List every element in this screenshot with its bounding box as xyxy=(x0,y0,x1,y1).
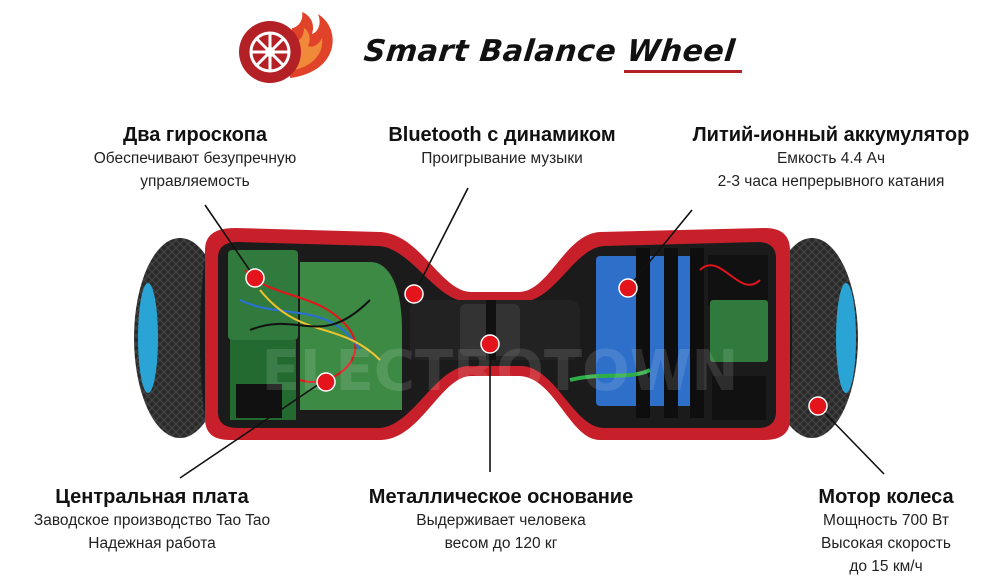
callout-battery-desc-2: 2-3 часа непрерывного катания xyxy=(717,173,945,190)
callout-motor-desc-2: Высокая скорость xyxy=(821,535,951,552)
watermark: ELECTROTOWN xyxy=(262,339,739,404)
callout-dots xyxy=(245,268,828,416)
callout-dot-motor xyxy=(808,396,828,416)
callout-battery-desc-1: Емкость 4.4 Ач xyxy=(776,150,886,167)
callout-dot-board xyxy=(316,372,336,392)
callout-line-bluetooth xyxy=(413,187,469,295)
callout-line-gyro xyxy=(204,204,256,279)
callout-battery-title: Литий-ионный аккумулятор xyxy=(692,124,970,146)
callout-board-desc-2: Надежная работа xyxy=(88,535,216,552)
callout-board-desc-1: Заводское производство Tao Tao xyxy=(33,512,271,529)
callout-dot-battery xyxy=(618,278,638,298)
left-circuit-board xyxy=(228,250,402,420)
brand-logo: Smart Balance Wheel xyxy=(232,8,742,86)
callout-bluetooth-title: Bluetooth с динамиком xyxy=(388,124,616,146)
callout-base: Металлическое основание Выдерживает чело… xyxy=(336,486,666,555)
callout-base-desc-1: Выдерживает человека xyxy=(416,512,586,529)
brand-underline xyxy=(624,70,742,73)
callout-line-battery xyxy=(627,209,693,289)
callout-gyro-desc-2: управляемость xyxy=(140,173,250,190)
battery-pack xyxy=(569,248,704,418)
callout-dot-gyro xyxy=(245,268,265,288)
callout-board: Центральная плата Заводское производство… xyxy=(4,486,300,555)
callout-line-motor xyxy=(817,405,885,475)
callout-gyro-title: Два гироскопа xyxy=(122,124,268,146)
callout-motor-title: Мотор колеса xyxy=(818,486,954,508)
callout-battery: Литий-ионный аккумулятор Емкость 4.4 Ач … xyxy=(662,124,1000,193)
callout-gyro-desc-1: Обеспечивают безупречную xyxy=(93,150,297,167)
callout-board-title: Центральная плата xyxy=(55,486,249,508)
callout-dot-base xyxy=(480,334,500,354)
flaming-wheel-icon xyxy=(239,12,333,83)
callout-base-desc-2: весом до 120 кг xyxy=(444,535,558,552)
callout-bluetooth: Bluetooth с динамиком Проигрывание музык… xyxy=(352,124,652,170)
right-circuit-board xyxy=(699,255,768,420)
callout-bluetooth-desc-1: Проигрывание музыки xyxy=(421,150,583,167)
metal-base-shaft xyxy=(410,300,580,360)
callout-lines xyxy=(179,187,885,479)
callout-line-board xyxy=(179,381,323,479)
callout-motor-desc-1: Мощность 700 Вт xyxy=(823,512,949,529)
callout-motor: Мотор колеса Мощность 700 Вт Высокая ско… xyxy=(788,486,984,578)
callout-base-title: Металлическое основание xyxy=(368,486,634,508)
callout-gyro: Два гироскопа Обеспечивают безупречную у… xyxy=(70,124,320,193)
callout-motor-desc-3: до 15 км/ч xyxy=(849,558,923,575)
callout-dot-bluetooth xyxy=(404,284,424,304)
